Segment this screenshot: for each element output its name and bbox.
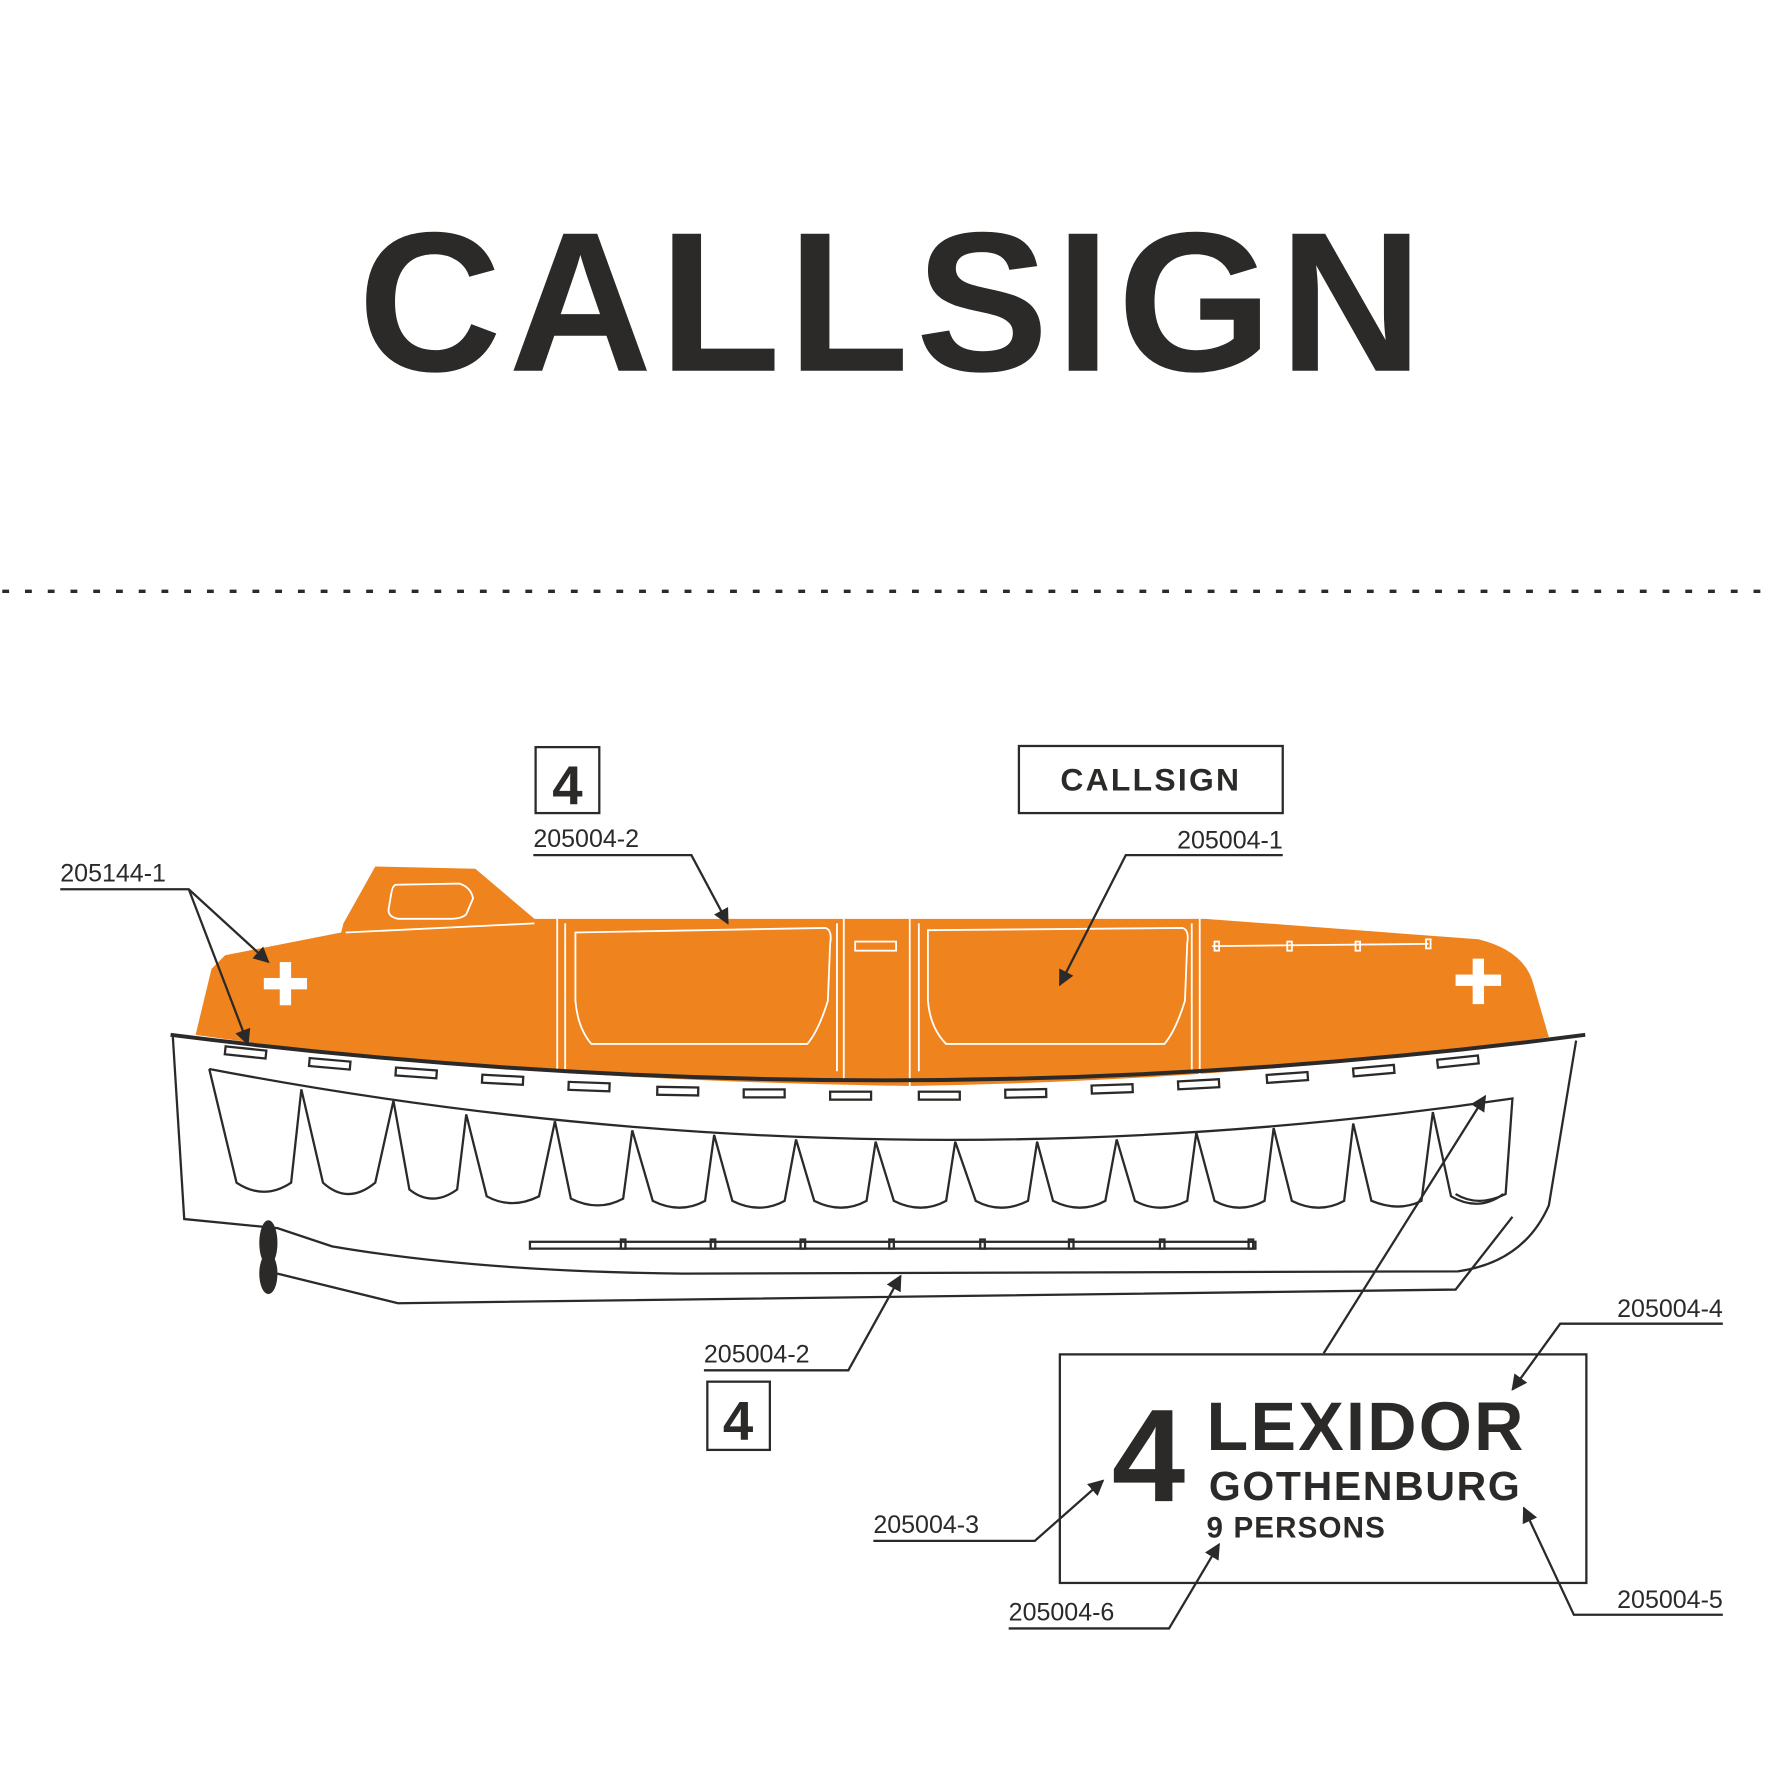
door-left [556, 918, 845, 1081]
part-label-205004-2-top: 205004-2 [533, 825, 639, 853]
nameplate-capacity: 9 PERSONS [1207, 1511, 1386, 1544]
part-label-205004-5: 205004-5 [1617, 1586, 1723, 1614]
fender-scallops [208, 1068, 1505, 1209]
grab-rail [854, 938, 1432, 952]
hatch-window [387, 882, 475, 920]
number-badge-top: 4 [534, 745, 601, 816]
page-title: CALLSIGN [358, 192, 1430, 414]
part-label-205004-3: 205004-3 [873, 1511, 979, 1539]
part-label-205004-1: 205004-1 [1177, 826, 1283, 854]
nameplate-number: 4 [1112, 1382, 1185, 1529]
number-badge-hull: 4 [706, 1380, 772, 1452]
callsign-badge: CALLSIGN [1017, 744, 1284, 815]
svg-text:4: 4 [552, 755, 583, 816]
cross-icon [263, 962, 308, 1006]
part-label-205004-2-bottom: 205004-2 [704, 1340, 810, 1368]
svg-text:CALLSIGN: CALLSIGN [1060, 761, 1241, 797]
nameplate: 4 LEXIDOR GOTHENBURG 9 PERSONS [1058, 1353, 1588, 1585]
part-label-205144-1: 205144-1 [60, 859, 166, 887]
reflective-strips [223, 1045, 1480, 1101]
part-label-205004-6: 205004-6 [1009, 1598, 1115, 1626]
canopy [195, 866, 1549, 1087]
door-right [908, 918, 1201, 1087]
nameplate-ship-name: LEXIDOR [1207, 1389, 1526, 1465]
hull-handrail [528, 1238, 1257, 1250]
hull [170, 1032, 1586, 1305]
nameplate-home-port: GOTHENBURG [1209, 1463, 1522, 1509]
propeller-icon [259, 1220, 278, 1295]
svg-text:4: 4 [723, 1391, 754, 1452]
part-label-205004-4: 205004-4 [1617, 1295, 1723, 1323]
cross-icon [1455, 958, 1502, 1005]
